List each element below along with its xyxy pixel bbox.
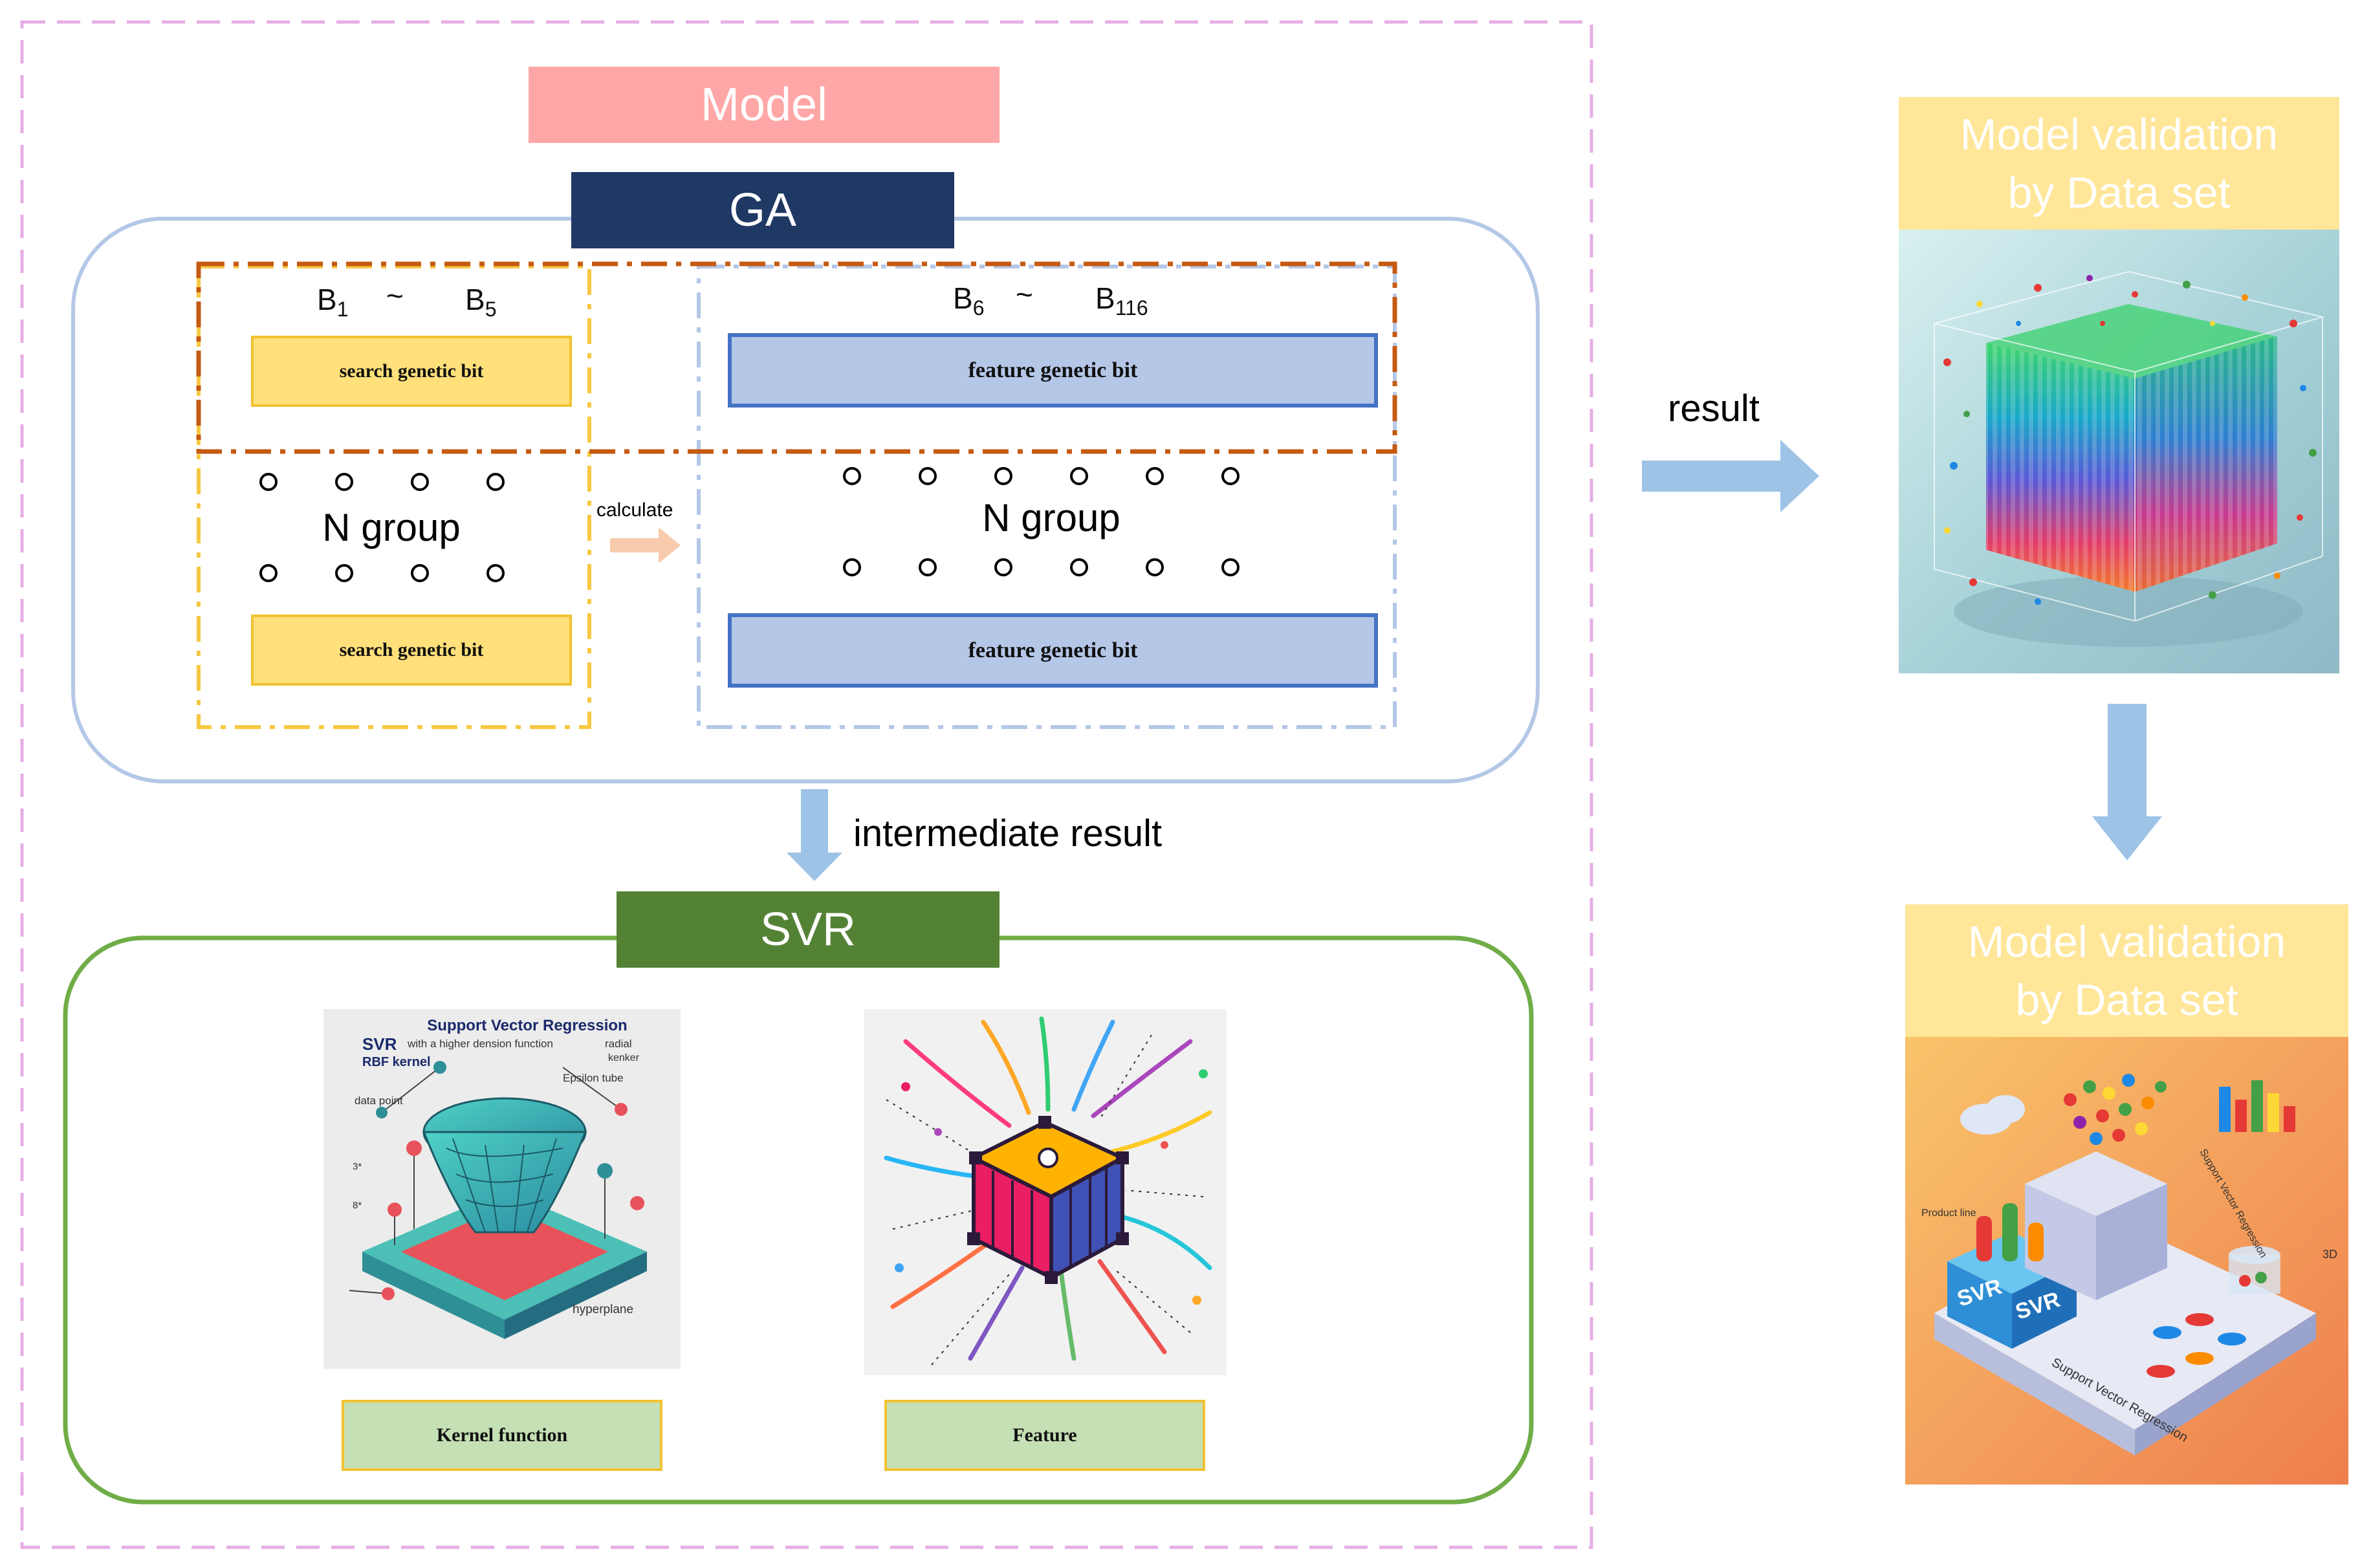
validation-header-1: Model validation by Data set — [1899, 97, 2339, 230]
svg-text:with a higher dension function: with a higher dension function — [407, 1038, 553, 1050]
validation-header-2: Model validation by Data set — [1905, 904, 2348, 1037]
validation-header-1-line1: Model validation — [1960, 109, 2278, 159]
feature-region-frame — [697, 265, 1397, 729]
search-range-tilde: ~ — [386, 279, 404, 312]
feature-genetic-bit-top: feature genetic bit — [728, 333, 1378, 408]
validation-header-2-line2: by Data set — [2015, 975, 2238, 1025]
search-region-frame — [197, 265, 591, 729]
model-title: Model — [529, 67, 1000, 143]
data-cube-illustration — [1899, 228, 2339, 673]
n-group-label-left: N group — [322, 505, 461, 549]
n-group-dots-left — [259, 473, 505, 582]
svr-container — [63, 935, 1534, 1505]
svg-text:3D: 3D — [2322, 1248, 2337, 1261]
feature-range-start: B6 — [953, 281, 985, 320]
chromosome-header-frame — [196, 261, 1397, 454]
svg-text:Epsilon tube: Epsilon tube — [563, 1072, 624, 1084]
model-outer-frame — [20, 20, 1593, 1549]
svg-text:Product line: Product line — [1921, 1208, 1976, 1219]
n-group-dots-right — [843, 467, 1240, 576]
svg-text:data point: data point — [355, 1094, 403, 1107]
svg-text:8*: 8* — [353, 1200, 362, 1211]
ga-title: GA — [571, 172, 954, 248]
kernel-funnel-illustration: Support Vector Regression SVR with a hig… — [323, 1009, 681, 1369]
search-range-start: B1 — [317, 283, 349, 321]
result-label: result — [1668, 387, 1760, 430]
svg-text:RBF kernel: RBF kernel — [362, 1055, 431, 1069]
search-range-end: B5 — [465, 283, 497, 321]
intermediate-result-label: intermediate result — [853, 812, 1163, 855]
validation-arrow-icon — [2092, 704, 2162, 860]
search-genetic-bit-top: search genetic bit — [251, 336, 572, 407]
svg-text:Support Vector Regression: Support Vector Regression — [427, 1017, 627, 1034]
calculate-arrow-icon — [610, 527, 681, 563]
validation-header-2-line1: Model validation — [1967, 917, 2286, 966]
validation-header-1-line2: by Data set — [2007, 168, 2231, 217]
feature-cube-illustration — [864, 1009, 1227, 1375]
search-genetic-bit-bottom: search genetic bit — [251, 615, 572, 686]
svr-platform-illustration: SVR SVR Product line Support Vector Regr… — [1905, 1037, 2348, 1485]
svg-text:SVR: SVR — [362, 1034, 397, 1054]
result-arrow-icon — [1642, 440, 1819, 512]
svg-text:kenker: kenker — [608, 1052, 640, 1063]
feature-label: Feature — [884, 1400, 1205, 1471]
svr-title: SVR — [617, 891, 1000, 968]
svg-text:3*: 3* — [353, 1161, 362, 1172]
feature-range-end: B116 — [1095, 281, 1148, 320]
svg-text:hyperplane: hyperplane — [573, 1303, 633, 1316]
intermediate-arrow-icon — [787, 789, 842, 881]
n-group-label-right: N group — [982, 495, 1120, 539]
feature-genetic-bit-bottom: feature genetic bit — [728, 613, 1378, 688]
svg-text:radial: radial — [605, 1038, 632, 1050]
feature-range-tilde: ~ — [1016, 278, 1033, 311]
calculate-label: calculate — [596, 499, 673, 521]
ga-container — [71, 217, 1540, 783]
kernel-function-label: Kernel function — [342, 1400, 662, 1471]
